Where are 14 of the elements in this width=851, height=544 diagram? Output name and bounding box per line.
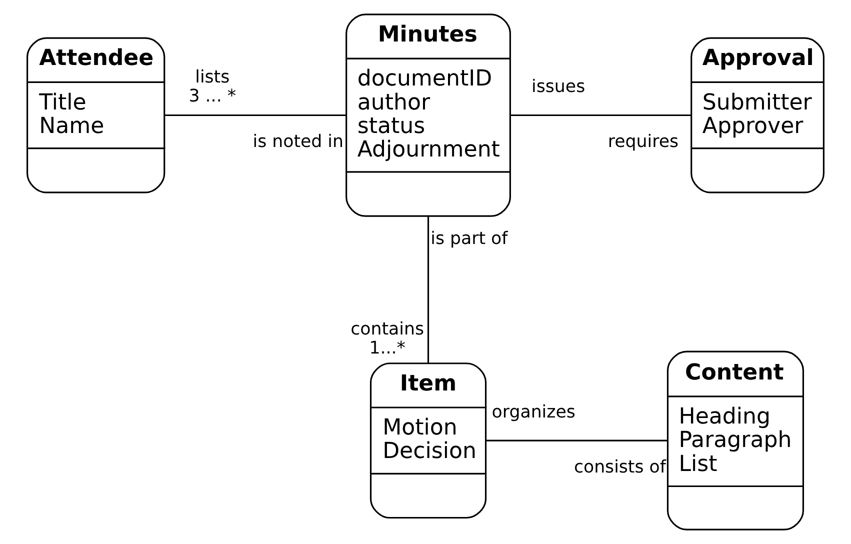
connector bbox=[510, 114, 691, 116]
label: contains bbox=[350, 319, 424, 340]
label: organizes bbox=[492, 402, 576, 422]
label: issues bbox=[532, 77, 586, 98]
label: is noted in bbox=[252, 132, 344, 152]
label: is part of bbox=[430, 229, 508, 250]
connector bbox=[427, 216, 430, 364]
label: 3 ... * bbox=[188, 86, 236, 107]
label: requires bbox=[608, 132, 679, 152]
label: 1...* bbox=[369, 338, 406, 358]
label: lists bbox=[195, 68, 230, 88]
connector bbox=[486, 440, 668, 442]
label: consists of bbox=[574, 458, 666, 478]
connector bbox=[164, 114, 346, 116]
